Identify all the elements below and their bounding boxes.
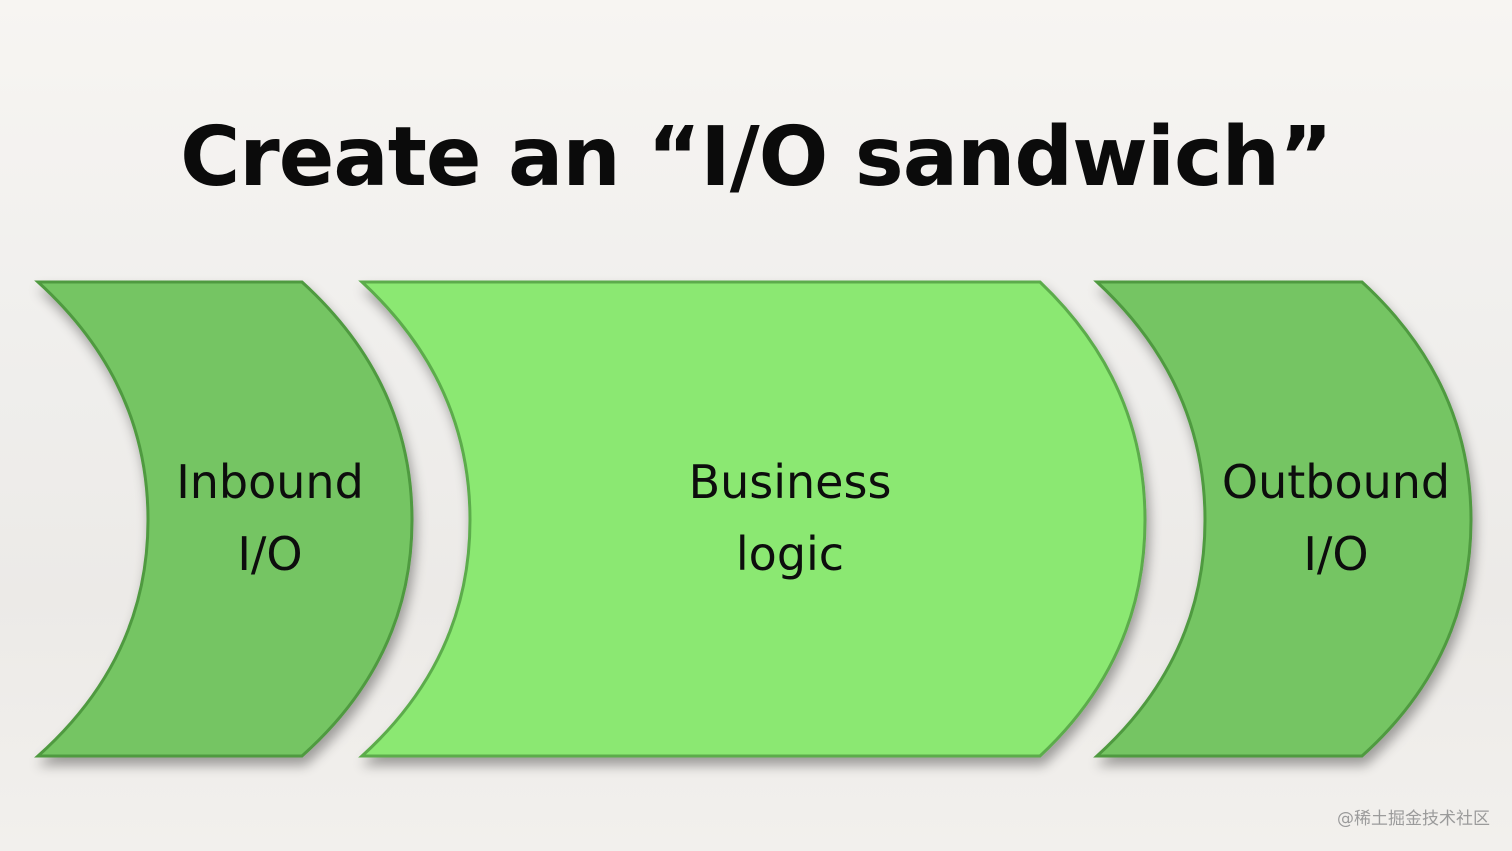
inbound-io-label: Inbound I/O — [150, 446, 390, 590]
inbound-io-shape — [34, 280, 414, 758]
outbound-io-label-line1: Outbound — [1221, 455, 1451, 509]
business-logic-shape — [358, 280, 1147, 758]
outbound-io-label: Outbound I/O — [1205, 446, 1467, 590]
inbound-io-label-line2: I/O — [237, 527, 303, 581]
slide-title: Create an “I/O sandwich” — [180, 110, 1333, 205]
business-logic-label-line2: logic — [735, 527, 845, 581]
outbound-io-label-line2: I/O — [1303, 527, 1369, 581]
watermark: @稀土掘金技术社区 — [1337, 809, 1490, 829]
business-logic-label: Business logic — [620, 446, 960, 590]
outbound-io-shape — [1093, 280, 1473, 758]
business-logic-label-line1: Business — [688, 455, 892, 509]
inbound-io-label-line1: Inbound — [176, 455, 364, 509]
